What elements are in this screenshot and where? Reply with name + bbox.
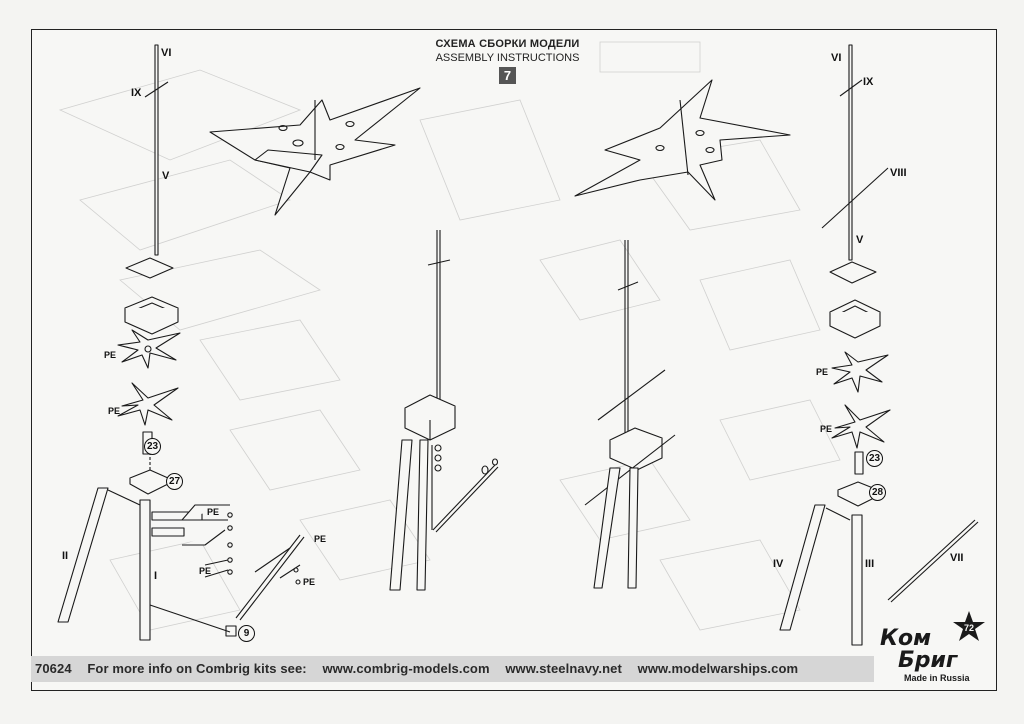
kit-code: 70624 bbox=[35, 661, 72, 676]
footer-link-steelnavy[interactable]: www.steelnavy.net bbox=[505, 661, 622, 676]
label-left-vi: VI bbox=[161, 47, 172, 59]
label-right-iii: III bbox=[865, 558, 875, 570]
label-left-ix: IX bbox=[131, 87, 142, 99]
label-right-iv: IV bbox=[773, 558, 784, 570]
label-left-ii: II bbox=[62, 550, 69, 562]
step-number-badge: 7 bbox=[499, 67, 516, 84]
label-right-vii: VII bbox=[950, 552, 964, 564]
footer-bar: 70624 For more info on Combrig kits see:… bbox=[31, 656, 874, 682]
label-left-pe-4: PE bbox=[199, 566, 212, 576]
footer-text: 70624 For more info on Combrig kits see:… bbox=[35, 661, 810, 676]
brand-line-2: Бриг bbox=[898, 648, 958, 673]
footer-info-text: For more info on Combrig kits see: bbox=[87, 661, 307, 676]
label-left-pe-5: PE bbox=[314, 534, 327, 544]
label-right-v: V bbox=[856, 234, 864, 246]
star-label: 72 bbox=[964, 623, 974, 633]
label-left-pe-1: PE bbox=[104, 350, 117, 360]
combrig-logo: 72 Ком Бриг Made in Russia bbox=[872, 608, 997, 688]
middle-left-mast-assembled bbox=[389, 230, 499, 591]
footer-link-modelwarships[interactable]: www.modelwarships.com bbox=[637, 661, 799, 676]
footer-link-combrig[interactable]: www.combrig-models.com bbox=[322, 661, 490, 676]
right-mast-exploded bbox=[779, 44, 979, 646]
part-number-left-23: 23 bbox=[144, 438, 161, 455]
label-right-ix: IX bbox=[863, 76, 874, 88]
label-right-pe-1: PE bbox=[816, 367, 829, 377]
part-number-right-23: 23 bbox=[866, 450, 883, 467]
instruction-sheet-frame bbox=[31, 29, 997, 691]
label-left-pe-6: PE bbox=[303, 577, 316, 587]
part-number-left-27: 27 bbox=[166, 473, 183, 490]
label-right-pe-2: PE bbox=[820, 424, 833, 434]
label-left-i: I bbox=[154, 570, 158, 582]
middle-right-star-platform bbox=[574, 79, 791, 201]
title-russian: СХЕМА СБОРКИ МОДЕЛИ bbox=[435, 38, 580, 50]
part-number-right-28: 28 bbox=[869, 484, 886, 501]
star-icon: 72 bbox=[953, 611, 985, 641]
label-left-v: V bbox=[162, 170, 170, 182]
label-left-pe-2: PE bbox=[108, 406, 121, 416]
left-mast-exploded bbox=[57, 44, 305, 641]
middle-right-mast-assembled bbox=[584, 240, 676, 589]
label-left-pe-3: PE bbox=[207, 507, 220, 517]
label-right-viii: VIII bbox=[890, 167, 907, 179]
title-english: ASSEMBLY INSTRUCTIONS bbox=[435, 52, 580, 64]
left-star-platform bbox=[209, 87, 421, 216]
part-number-left-9: 9 bbox=[238, 625, 255, 642]
label-right-vi: VI bbox=[831, 52, 842, 64]
brand-line-1: Ком bbox=[880, 626, 932, 651]
page-header: СХЕМА СБОРКИ МОДЕЛИ ASSEMBLY INSTRUCTION… bbox=[420, 38, 595, 85]
brand-tagline: Made in Russia bbox=[904, 673, 970, 683]
